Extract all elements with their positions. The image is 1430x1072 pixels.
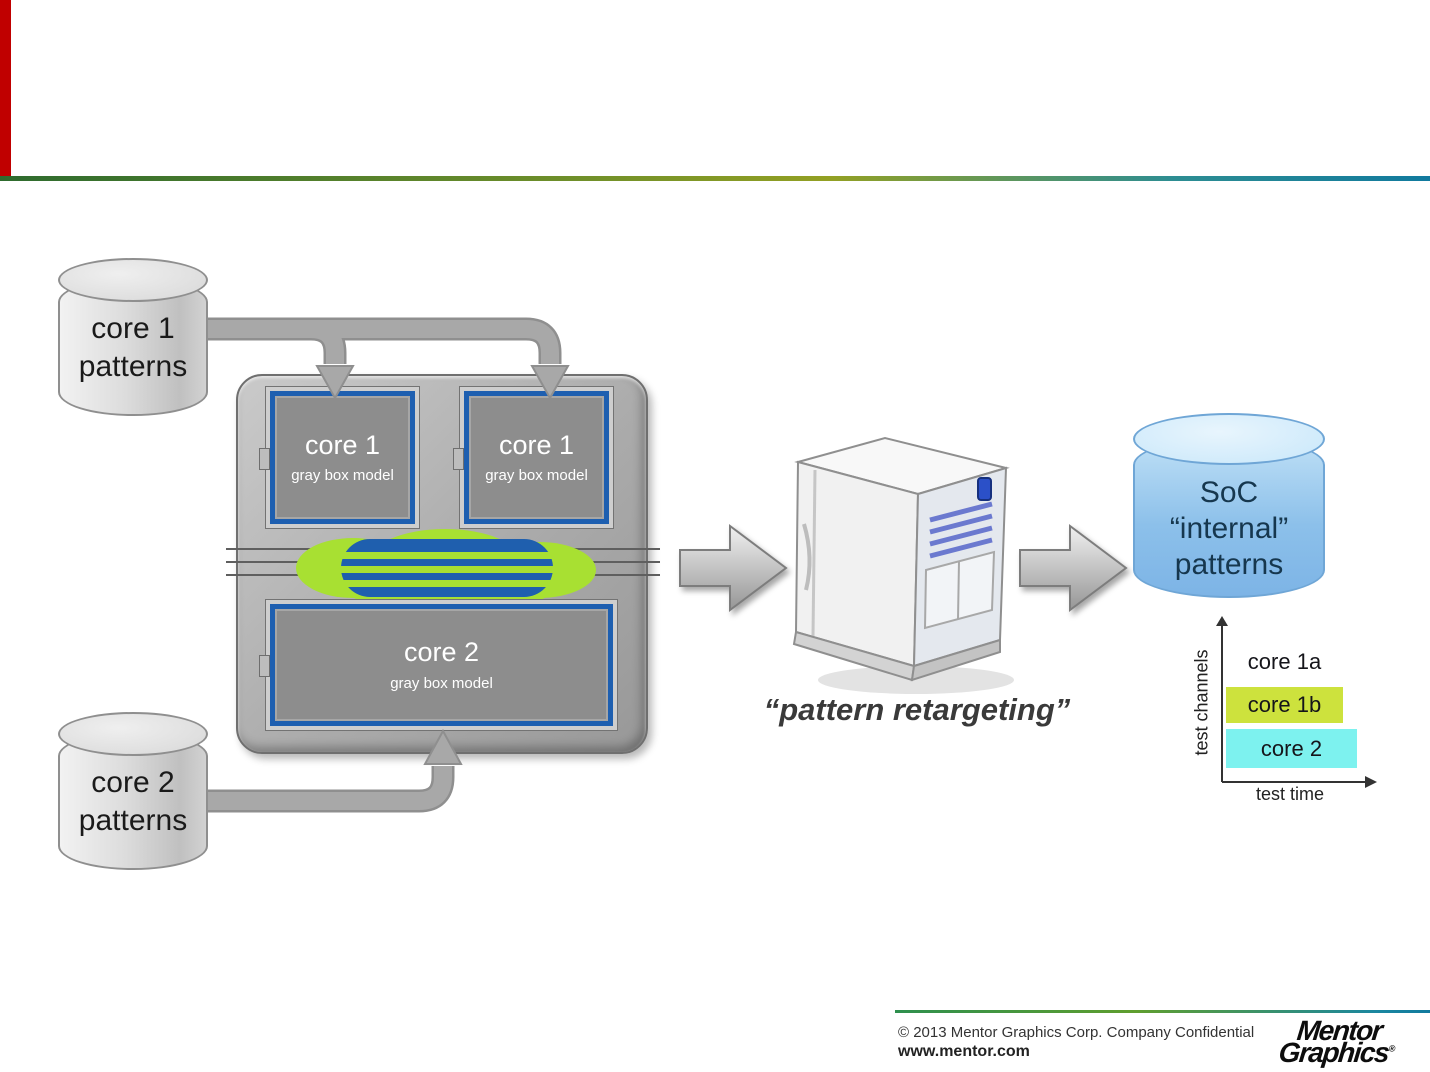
website-text: www.mentor.com	[898, 1043, 1030, 1060]
footer-gradient-rule	[895, 1010, 1430, 1013]
chart-bar-core1b: core 1b	[1226, 687, 1343, 723]
y-axis-label: test channels	[1191, 649, 1212, 756]
core-title: core 1	[304, 429, 381, 460]
core1-patterns-label: core 1 patterns	[78, 312, 188, 383]
core2-patterns-label: core 2 patterns	[78, 766, 188, 837]
core-subtitle: gray box model	[390, 674, 493, 692]
core-subtitle: gray box model	[485, 467, 588, 485]
core1-patterns-database: core 1 patterns	[58, 258, 208, 416]
cylinder-top	[1133, 413, 1325, 465]
core-title: core 1	[498, 429, 575, 460]
core2-graybox: core 2 gray box model	[259, 604, 613, 726]
core2-patterns-database: core 2 patterns	[58, 712, 208, 870]
y-axis-arrowhead	[1216, 616, 1228, 626]
chart-bar-core1a: core 1a	[1247, 649, 1322, 674]
chart-axes	[1216, 616, 1377, 788]
cylinder-top	[58, 712, 208, 756]
core1-graybox-right: core 1 gray box model	[453, 391, 609, 524]
soc-patterns-label: SoC “internal” patterns	[1169, 476, 1289, 581]
top-gradient-rule	[0, 176, 1430, 181]
core-subtitle: gray box model	[291, 467, 394, 485]
chart-bar-core2: core 2	[1226, 729, 1357, 768]
x-axis-arrowhead	[1365, 776, 1377, 788]
core1-graybox-left: core 1 gray box model	[259, 391, 415, 524]
retargeting-workstation	[788, 428, 1018, 700]
flow-arrow-right-icon	[679, 524, 788, 612]
mentor-graphics-logo: Mentor Graphics®	[1277, 1015, 1396, 1069]
pattern-retargeting-caption: “pattern retargeting”	[763, 692, 1071, 727]
x-axis-label: test time	[1255, 784, 1325, 804]
left-accent-bar	[0, 0, 11, 179]
soc-internal-patterns-database: SoC “internal” patterns	[1133, 413, 1325, 598]
core-title: core 2	[403, 637, 480, 668]
flow-arrow-right-icon	[1019, 524, 1128, 612]
cloud-graphic	[296, 529, 596, 608]
computer-tower-icon	[792, 436, 1014, 694]
interconnect-cloud	[295, 526, 597, 612]
copyright-text: © 2013 Mentor Graphics Corp. Company Con…	[898, 1024, 1255, 1041]
test-schedule-chart: core 1a core 1b core 2 test channels tes…	[1185, 612, 1385, 812]
cylinder-top	[58, 258, 208, 302]
